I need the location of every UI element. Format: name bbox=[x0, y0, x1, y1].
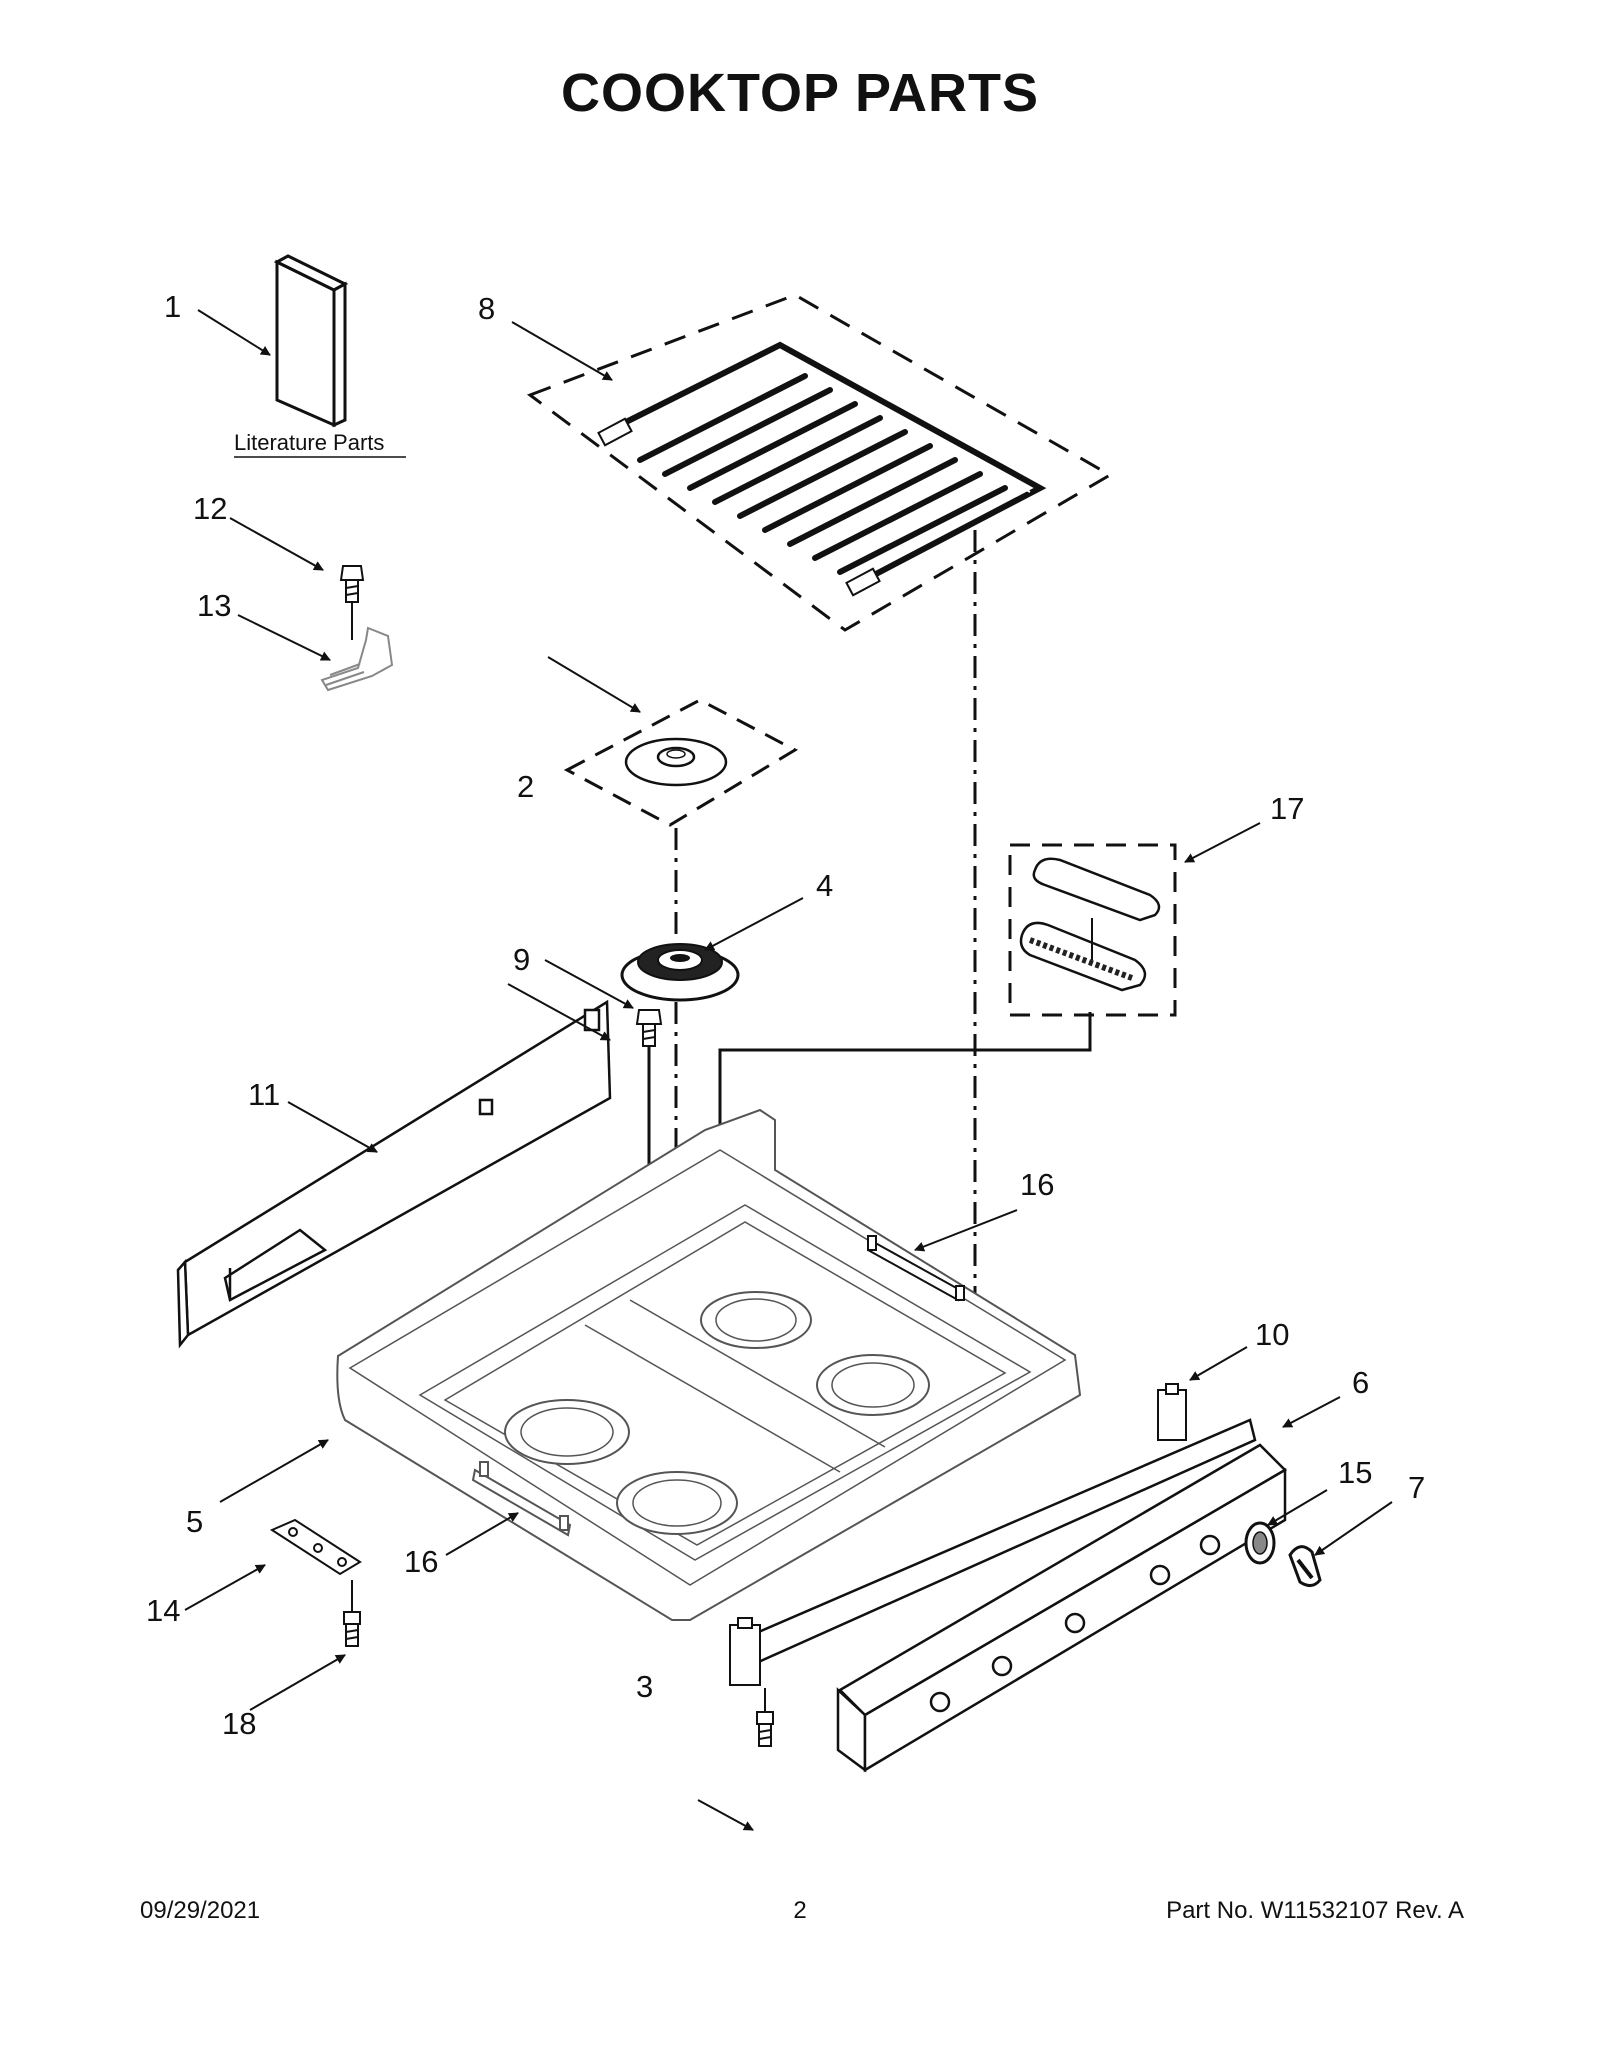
literature-parts-label: Literature Parts bbox=[234, 430, 384, 455]
callout-10: 10 bbox=[1255, 1317, 1289, 1352]
knob-bezel-part-15 bbox=[1244, 1521, 1276, 1565]
callout-arrows bbox=[184, 309, 1393, 1831]
callout-17: 17 bbox=[1270, 791, 1304, 826]
callout-1: 1 bbox=[164, 289, 181, 324]
griddle-part-17 bbox=[1008, 843, 1177, 1017]
cooktop-main-top-part-5 bbox=[336, 1108, 1082, 1621]
callout-labels: 1 2 3 4 5 6 7 8 9 10 11 12 13 14 15 16 1… bbox=[146, 289, 1425, 1741]
callout-5: 5 bbox=[186, 1504, 203, 1539]
callout-18: 18 bbox=[222, 1706, 256, 1741]
screw-part-9 bbox=[635, 1009, 663, 1047]
manifold-left-bracket bbox=[729, 1617, 761, 1686]
callout-15: 15 bbox=[1338, 1455, 1372, 1490]
rear-panel-part-11 bbox=[176, 999, 612, 1349]
burner-base-part-4 bbox=[620, 943, 740, 1002]
callout-11: 11 bbox=[248, 1077, 280, 1112]
manifold-panel-part-6 bbox=[738, 1418, 1288, 1773]
bracket-part-14 bbox=[269, 1518, 362, 1576]
callout-16-upper: 16 bbox=[1020, 1167, 1054, 1202]
bracket-part-13 bbox=[320, 626, 394, 692]
retainer-part-16-lower bbox=[471, 1461, 572, 1537]
footer-date: 09/29/2021 bbox=[140, 1897, 261, 1924]
control-knob-part-7 bbox=[1288, 1545, 1322, 1587]
callout-3: 3 bbox=[636, 1669, 653, 1704]
screw-part-3 bbox=[756, 1711, 774, 1747]
callout-9: 9 bbox=[513, 942, 530, 977]
grate-part-8 bbox=[526, 293, 1113, 632]
callout-4: 4 bbox=[816, 868, 833, 903]
footer-page-number: 2 bbox=[793, 1897, 807, 1924]
literature-parts-book: Literature Parts bbox=[234, 254, 406, 458]
screw-part-12 bbox=[339, 565, 365, 603]
callout-12: 12 bbox=[193, 491, 227, 526]
callout-2: 2 bbox=[517, 769, 534, 804]
callout-13: 13 bbox=[197, 588, 231, 623]
bracket-part-10 bbox=[1157, 1383, 1187, 1441]
callout-8: 8 bbox=[478, 291, 495, 326]
callout-16-lower: 16 bbox=[404, 1544, 438, 1579]
screw-part-18 bbox=[343, 1611, 361, 1647]
callout-14: 14 bbox=[146, 1593, 180, 1628]
callout-6: 6 bbox=[1352, 1365, 1369, 1400]
retainer-part-16-upper bbox=[866, 1235, 965, 1302]
footer-part-number: Part No. W11532107 Rev. A bbox=[1166, 1897, 1464, 1924]
page-title: COOKTOP PARTS bbox=[560, 63, 1040, 123]
callout-7: 7 bbox=[1408, 1470, 1425, 1505]
burner-cap-part-2 bbox=[563, 698, 799, 827]
